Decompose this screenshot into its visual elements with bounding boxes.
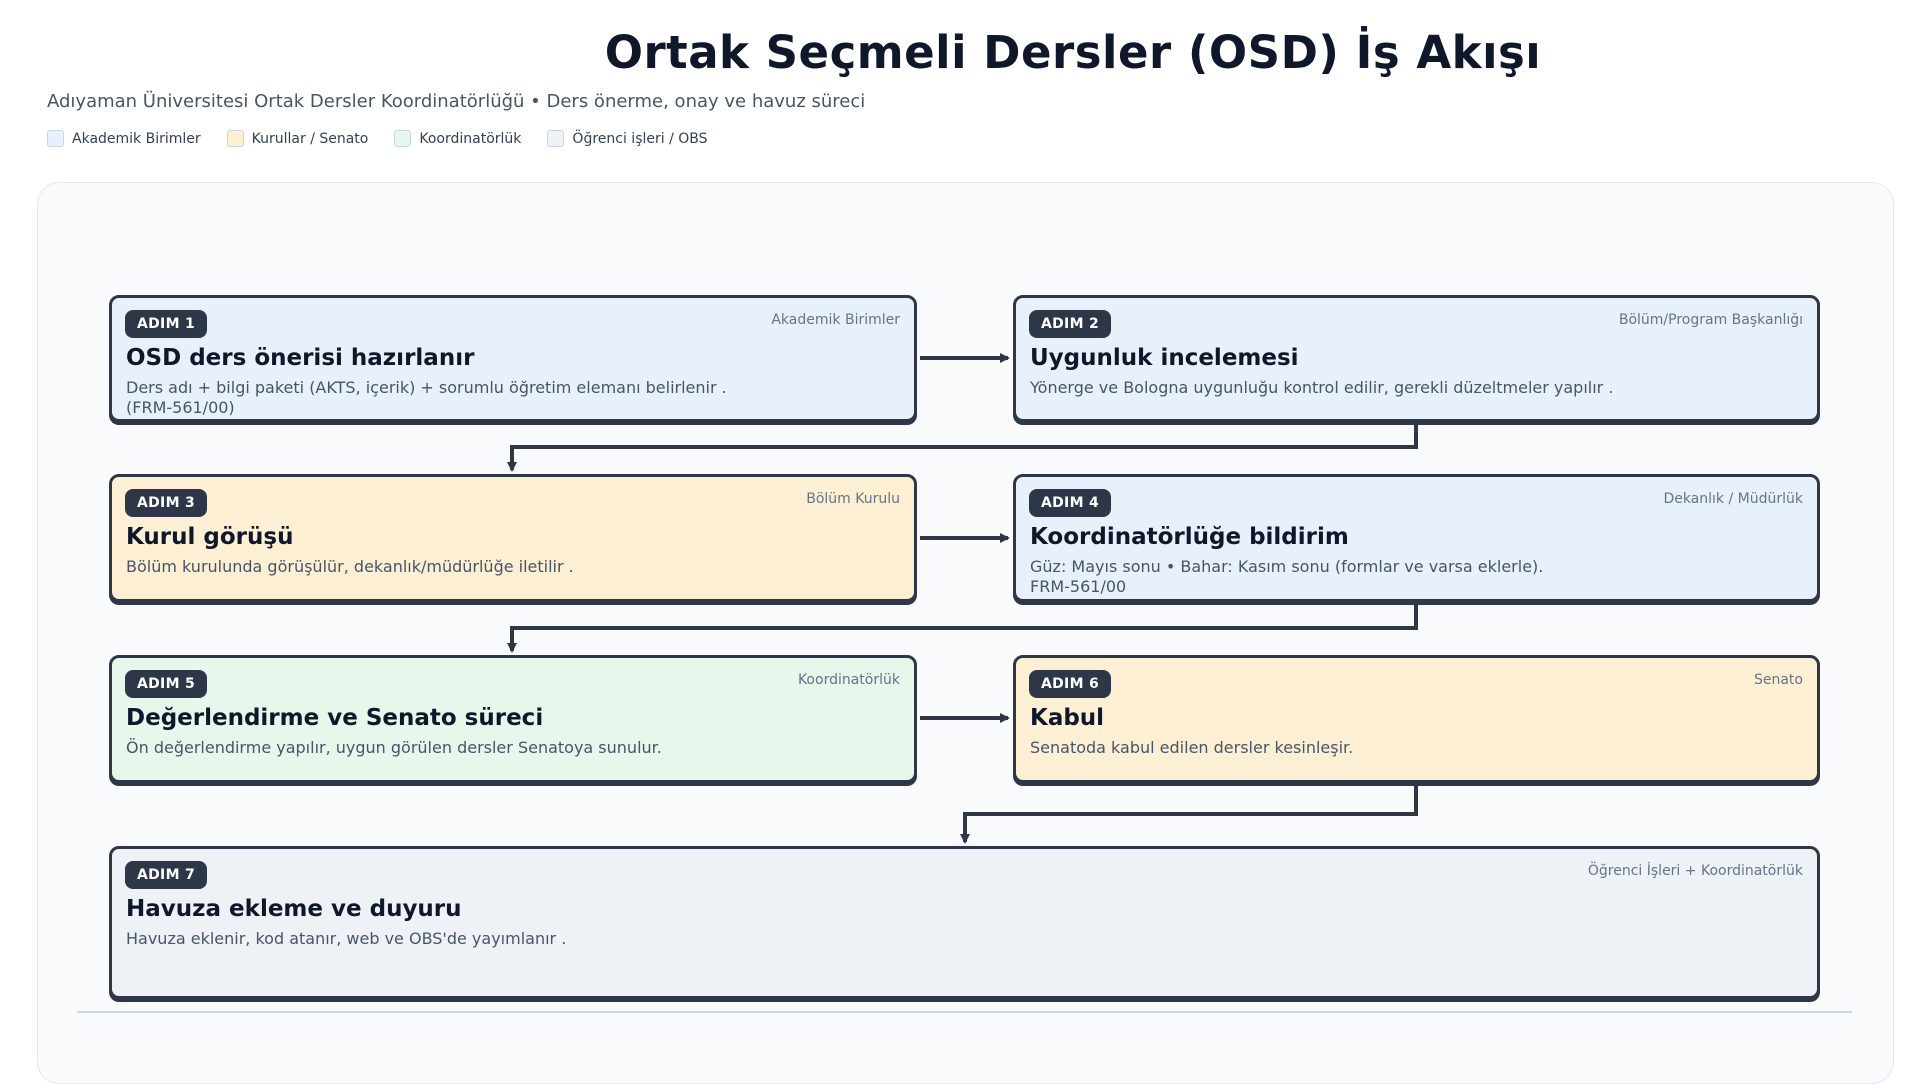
step-card-6: ADIM 6 Senato Kabul Senatoda kabul edile… [1013,655,1820,783]
step-badge: ADIM 7 [125,861,208,889]
step-title: Havuza ekleme ve duyuru [126,896,462,922]
step-description: Ön değerlendirme yapılır, uygun görülen … [126,738,662,757]
page-title: Ortak Seçmeli Dersler (OSD) İş Akışı [604,26,1542,79]
step-desc-line: FRM-561/00 [1030,577,1127,596]
step-title: Kurul görüşü [126,524,294,550]
legend-item-boards: Kurullar / Senato [226,130,369,147]
step-badge: ADIM 1 [125,310,208,338]
step-owner: Senato [1753,672,1803,688]
legend-item-academic: Akademik Birimler [47,130,201,147]
legend-label: Öğrenci işleri / OBS [572,130,708,147]
legend-swatch [547,130,565,147]
legend-swatch [394,130,412,147]
step-description: Güz: Mayıs sonu • Bahar: Kasım sonu (for… [1030,557,1797,597]
step-description: Senatoda kabul edilen dersler kesinleşir… [1030,738,1354,757]
legend-item-student-affairs: Öğrenci işleri / OBS [547,130,708,147]
step-owner: Akademik Birimler [771,312,900,328]
legend-item-coordination: Koordinatörlük [394,130,521,147]
step-card-4: ADIM 4 Dekanlık / Müdürlük Koordinatörlü… [1013,474,1820,602]
step-owner: Dekanlık / Müdürlük [1663,491,1803,507]
step-title: Kabul [1030,705,1105,731]
step-description: Ders adı + bilgi paketi (AKTS, içerik) +… [126,378,894,418]
divider [77,1011,1852,1013]
step-owner: Öğrenci İşleri + Koordinatörlük [1587,863,1803,879]
step-card-2: ADIM 2 Bölüm/Program Başkanlığı Uygunluk… [1013,295,1820,422]
step-card-1: ADIM 1 Akademik Birimler OSD ders öneris… [109,295,917,422]
page-subtitle: Adıyaman Üniversitesi Ortak Dersler Koor… [47,91,866,112]
connectors [507,353,1418,844]
step-card-7: ADIM 7 Öğrenci İşleri + Koordinatörlük H… [109,846,1820,999]
step-owner: Bölüm Kurulu [806,491,900,507]
step-owner: Bölüm/Program Başkanlığı [1618,312,1803,328]
step-owner: Koordinatörlük [797,672,900,688]
step-description: Havuza eklenir, kod atanır, web ve OBS'd… [126,929,567,948]
step-description: Bölüm kurulunda görüşülür, dekanlık/müdü… [126,557,574,576]
step-badge: ADIM 6 [1029,670,1112,698]
legend-swatch [226,130,244,147]
step-badge: ADIM 4 [1029,489,1112,517]
step-desc-line: (FRM-561/00) [126,398,235,417]
step-card-3: ADIM 3 Bölüm Kurulu Kurul görüşü Bölüm k… [109,474,917,602]
step-badge: ADIM 3 [125,489,208,517]
step-title: Uygunluk incelemesi [1030,345,1299,371]
step-description: Yönerge ve Bologna uygunluğu kontrol edi… [1030,378,1614,397]
legend-label: Koordinatörlük [419,130,522,147]
legend: Akademik Birimler Kurullar / Senato Koor… [47,130,708,147]
legend-swatch [47,130,64,147]
step-desc-line: Güz: Mayıs sonu • Bahar: Kasım sonu (for… [1030,557,1544,576]
arrow-step2-to-step3 [507,424,1418,472]
step-badge: ADIM 2 [1029,310,1112,338]
legend-label: Akademik Birimler [72,130,201,147]
legend-label: Kurullar / Senato [251,130,369,147]
arrow-step6-to-step7 [960,785,1418,844]
step-title: OSD ders önerisi hazırlanır [126,345,475,371]
step-desc-line: Ders adı + bilgi paketi (AKTS, içerik) +… [126,378,727,397]
step-title: Değerlendirme ve Senato süreci [126,705,544,731]
step-title: Koordinatörlüğe bildirim [1030,524,1349,550]
arrow-step4-to-step5 [507,604,1418,653]
step-badge: ADIM 5 [125,670,208,698]
step-card-5: ADIM 5 Koordinatörlük Değerlendirme ve S… [109,655,917,783]
